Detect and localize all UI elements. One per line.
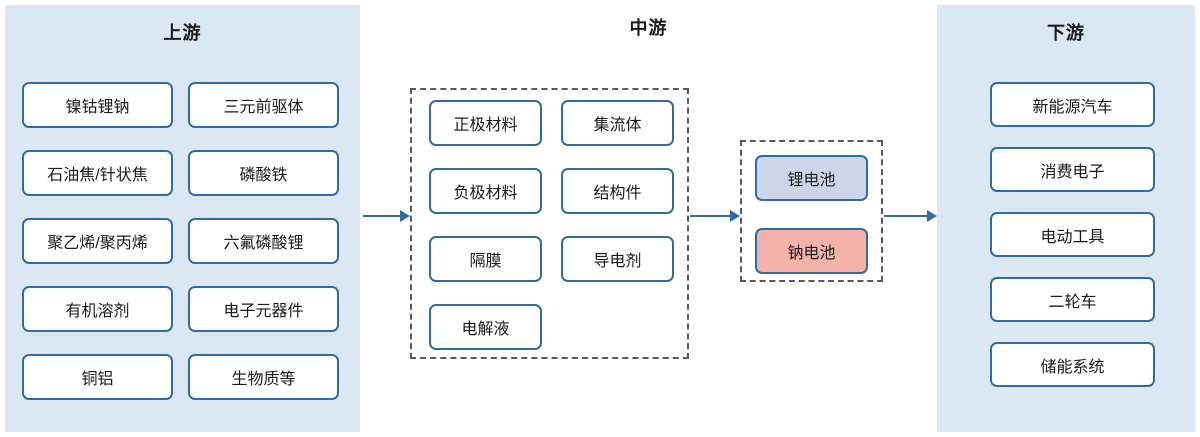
midstream-node-structural-part[interactable]: 结构件	[561, 168, 674, 214]
battery-node-sodium[interactable]: 钠电池	[755, 228, 868, 274]
downstream-node-energy-storage[interactable]: 储能系统	[990, 342, 1155, 387]
upstream-node-copper-aluminum[interactable]: 铜铝	[22, 354, 173, 400]
upstream-node-iron-phosphate[interactable]: 磷酸铁	[188, 150, 339, 196]
midstream-node-cathode-material[interactable]: 正极材料	[429, 100, 542, 146]
downstream-node-power-tools[interactable]: 电动工具	[990, 212, 1155, 257]
downstream-title: 下游	[1047, 23, 1085, 43]
upstream-title: 上游	[163, 23, 202, 43]
arrow-midstream-to-batteries-icon	[690, 210, 740, 222]
downstream-node-consumer-electronics[interactable]: 消费电子	[990, 147, 1155, 192]
upstream-node-nickel-cobalt-lithium-sodium[interactable]: 镍钴锂钠	[22, 82, 173, 128]
arrow-upstream-to-midstream-icon	[363, 210, 410, 222]
midstream-node-conductive-agent[interactable]: 导电剂	[561, 236, 674, 282]
midstream-node-electrolyte[interactable]: 电解液	[429, 304, 542, 350]
downstream-node-new-energy-vehicle[interactable]: 新能源汽车	[990, 82, 1155, 127]
battery-node-lithium[interactable]: 锂电池	[755, 155, 868, 201]
midstream-materials-group	[410, 88, 689, 359]
upstream-node-biomass[interactable]: 生物质等	[188, 354, 339, 400]
arrow-batteries-to-downstream-icon	[884, 210, 937, 222]
midstream-node-anode-material[interactable]: 负极材料	[429, 168, 542, 214]
upstream-node-organic-solvent[interactable]: 有机溶剂	[22, 286, 173, 332]
battery-group	[740, 140, 883, 282]
upstream-node-polyethylene-polypropylene[interactable]: 聚乙烯/聚丙烯	[22, 218, 173, 264]
midstream-title: 中游	[629, 18, 668, 38]
upstream-node-lithium-hexafluorophosphate[interactable]: 六氟磷酸锂	[188, 218, 339, 264]
upstream-node-petroleum-needle-coke[interactable]: 石油焦/针状焦	[22, 150, 173, 196]
midstream-node-separator[interactable]: 隔膜	[429, 236, 542, 282]
midstream-node-current-collector[interactable]: 集流体	[561, 100, 674, 146]
upstream-node-electronic-components[interactable]: 电子元器件	[188, 286, 339, 332]
downstream-node-two-wheeler[interactable]: 二轮车	[990, 277, 1155, 322]
upstream-node-ternary-precursor[interactable]: 三元前驱体	[188, 82, 339, 128]
